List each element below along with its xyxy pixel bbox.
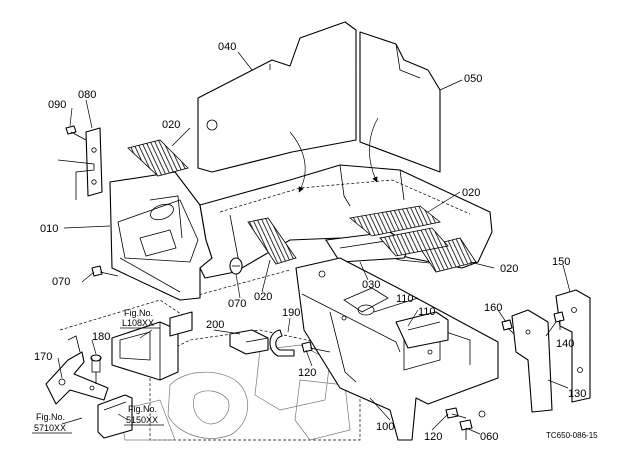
bolt-120-left bbox=[301, 341, 331, 353]
bracket-block-l108 bbox=[111, 311, 193, 381]
bracket-150 bbox=[555, 289, 591, 403]
callout-020-right: 020 bbox=[462, 187, 480, 199]
figref-l108-title: Fig.No. bbox=[124, 308, 153, 318]
callout-090: 090 bbox=[48, 99, 66, 111]
callout-030: 030 bbox=[362, 279, 380, 291]
figref-5710-title: Fig.No. bbox=[36, 412, 65, 422]
housing-5150 bbox=[97, 394, 133, 439]
knob-180 bbox=[90, 354, 102, 384]
callout-080: 080 bbox=[78, 89, 96, 101]
callout-020-upper: 020 bbox=[162, 119, 180, 131]
figref-5710-number: 5710XX bbox=[34, 423, 66, 433]
mat-020-center bbox=[247, 217, 297, 265]
callout-010: 010 bbox=[40, 223, 58, 235]
callout-200: 200 bbox=[206, 319, 224, 331]
callout-020-far-right: 020 bbox=[500, 263, 518, 275]
clip-190 bbox=[269, 329, 295, 357]
bracket-130 bbox=[511, 309, 553, 413]
bolt-060 bbox=[459, 410, 486, 440]
callout-040: 040 bbox=[218, 41, 236, 53]
pedal-arm-110 bbox=[395, 311, 449, 349]
callout-160: 160 bbox=[484, 302, 502, 314]
bolt-160 bbox=[501, 319, 515, 335]
main-frame-010 bbox=[109, 171, 213, 301]
callout-130: 130 bbox=[568, 388, 586, 400]
mat-020-upper bbox=[127, 139, 189, 177]
bracket-080 bbox=[57, 127, 103, 200]
bolt-120-right bbox=[445, 407, 467, 419]
bolt-070-left bbox=[91, 265, 119, 277]
callout-060: 060 bbox=[480, 431, 498, 443]
lever-170 bbox=[45, 335, 109, 405]
figref-5150-number: 5150XX bbox=[126, 415, 158, 425]
figure-ref-5710: Fig.No. 5710XX bbox=[32, 412, 72, 434]
callout-120-left: 120 bbox=[298, 367, 316, 379]
leader-lines bbox=[57, 51, 571, 435]
figref-5150-title: Fig.No. bbox=[128, 404, 157, 414]
callout-180: 180 bbox=[92, 331, 110, 343]
pedal-bracket-100 bbox=[295, 257, 499, 441]
callout-labels: 040 050 090 080 020 020 010 020 070 030 … bbox=[34, 41, 586, 443]
callout-110-lower: 110 bbox=[418, 306, 436, 318]
callout-190: 190 bbox=[282, 307, 300, 319]
mat-020-lower bbox=[379, 227, 449, 257]
figure-ref-l108: Fig.No. L108XX bbox=[120, 308, 160, 329]
rotation-arrows bbox=[289, 117, 379, 193]
figref-l108-number: L108XX bbox=[122, 318, 154, 328]
bolt-140 bbox=[553, 311, 565, 330]
callout-050: 050 bbox=[464, 73, 482, 85]
callout-150: 150 bbox=[552, 256, 570, 268]
callout-070-center: 070 bbox=[228, 298, 246, 310]
callout-020-center: 020 bbox=[254, 291, 272, 303]
callout-100: 100 bbox=[376, 421, 394, 433]
callout-170: 170 bbox=[34, 351, 52, 363]
mat-020-right bbox=[349, 205, 441, 237]
drawing-code: TC650-086-15 bbox=[546, 431, 598, 440]
side-panel-040 bbox=[197, 21, 357, 173]
bolt-090 bbox=[65, 125, 87, 141]
block-200 bbox=[229, 329, 269, 355]
side-panel-050 bbox=[359, 31, 441, 173]
callout-120-right: 120 bbox=[424, 431, 442, 443]
bolt-070-center bbox=[229, 257, 243, 275]
callout-110-upper: 110 bbox=[396, 293, 414, 305]
figure-ref-5150: Fig.No. 5150XX bbox=[124, 404, 164, 426]
callout-070-left: 070 bbox=[52, 276, 70, 288]
callout-140: 140 bbox=[556, 338, 574, 350]
